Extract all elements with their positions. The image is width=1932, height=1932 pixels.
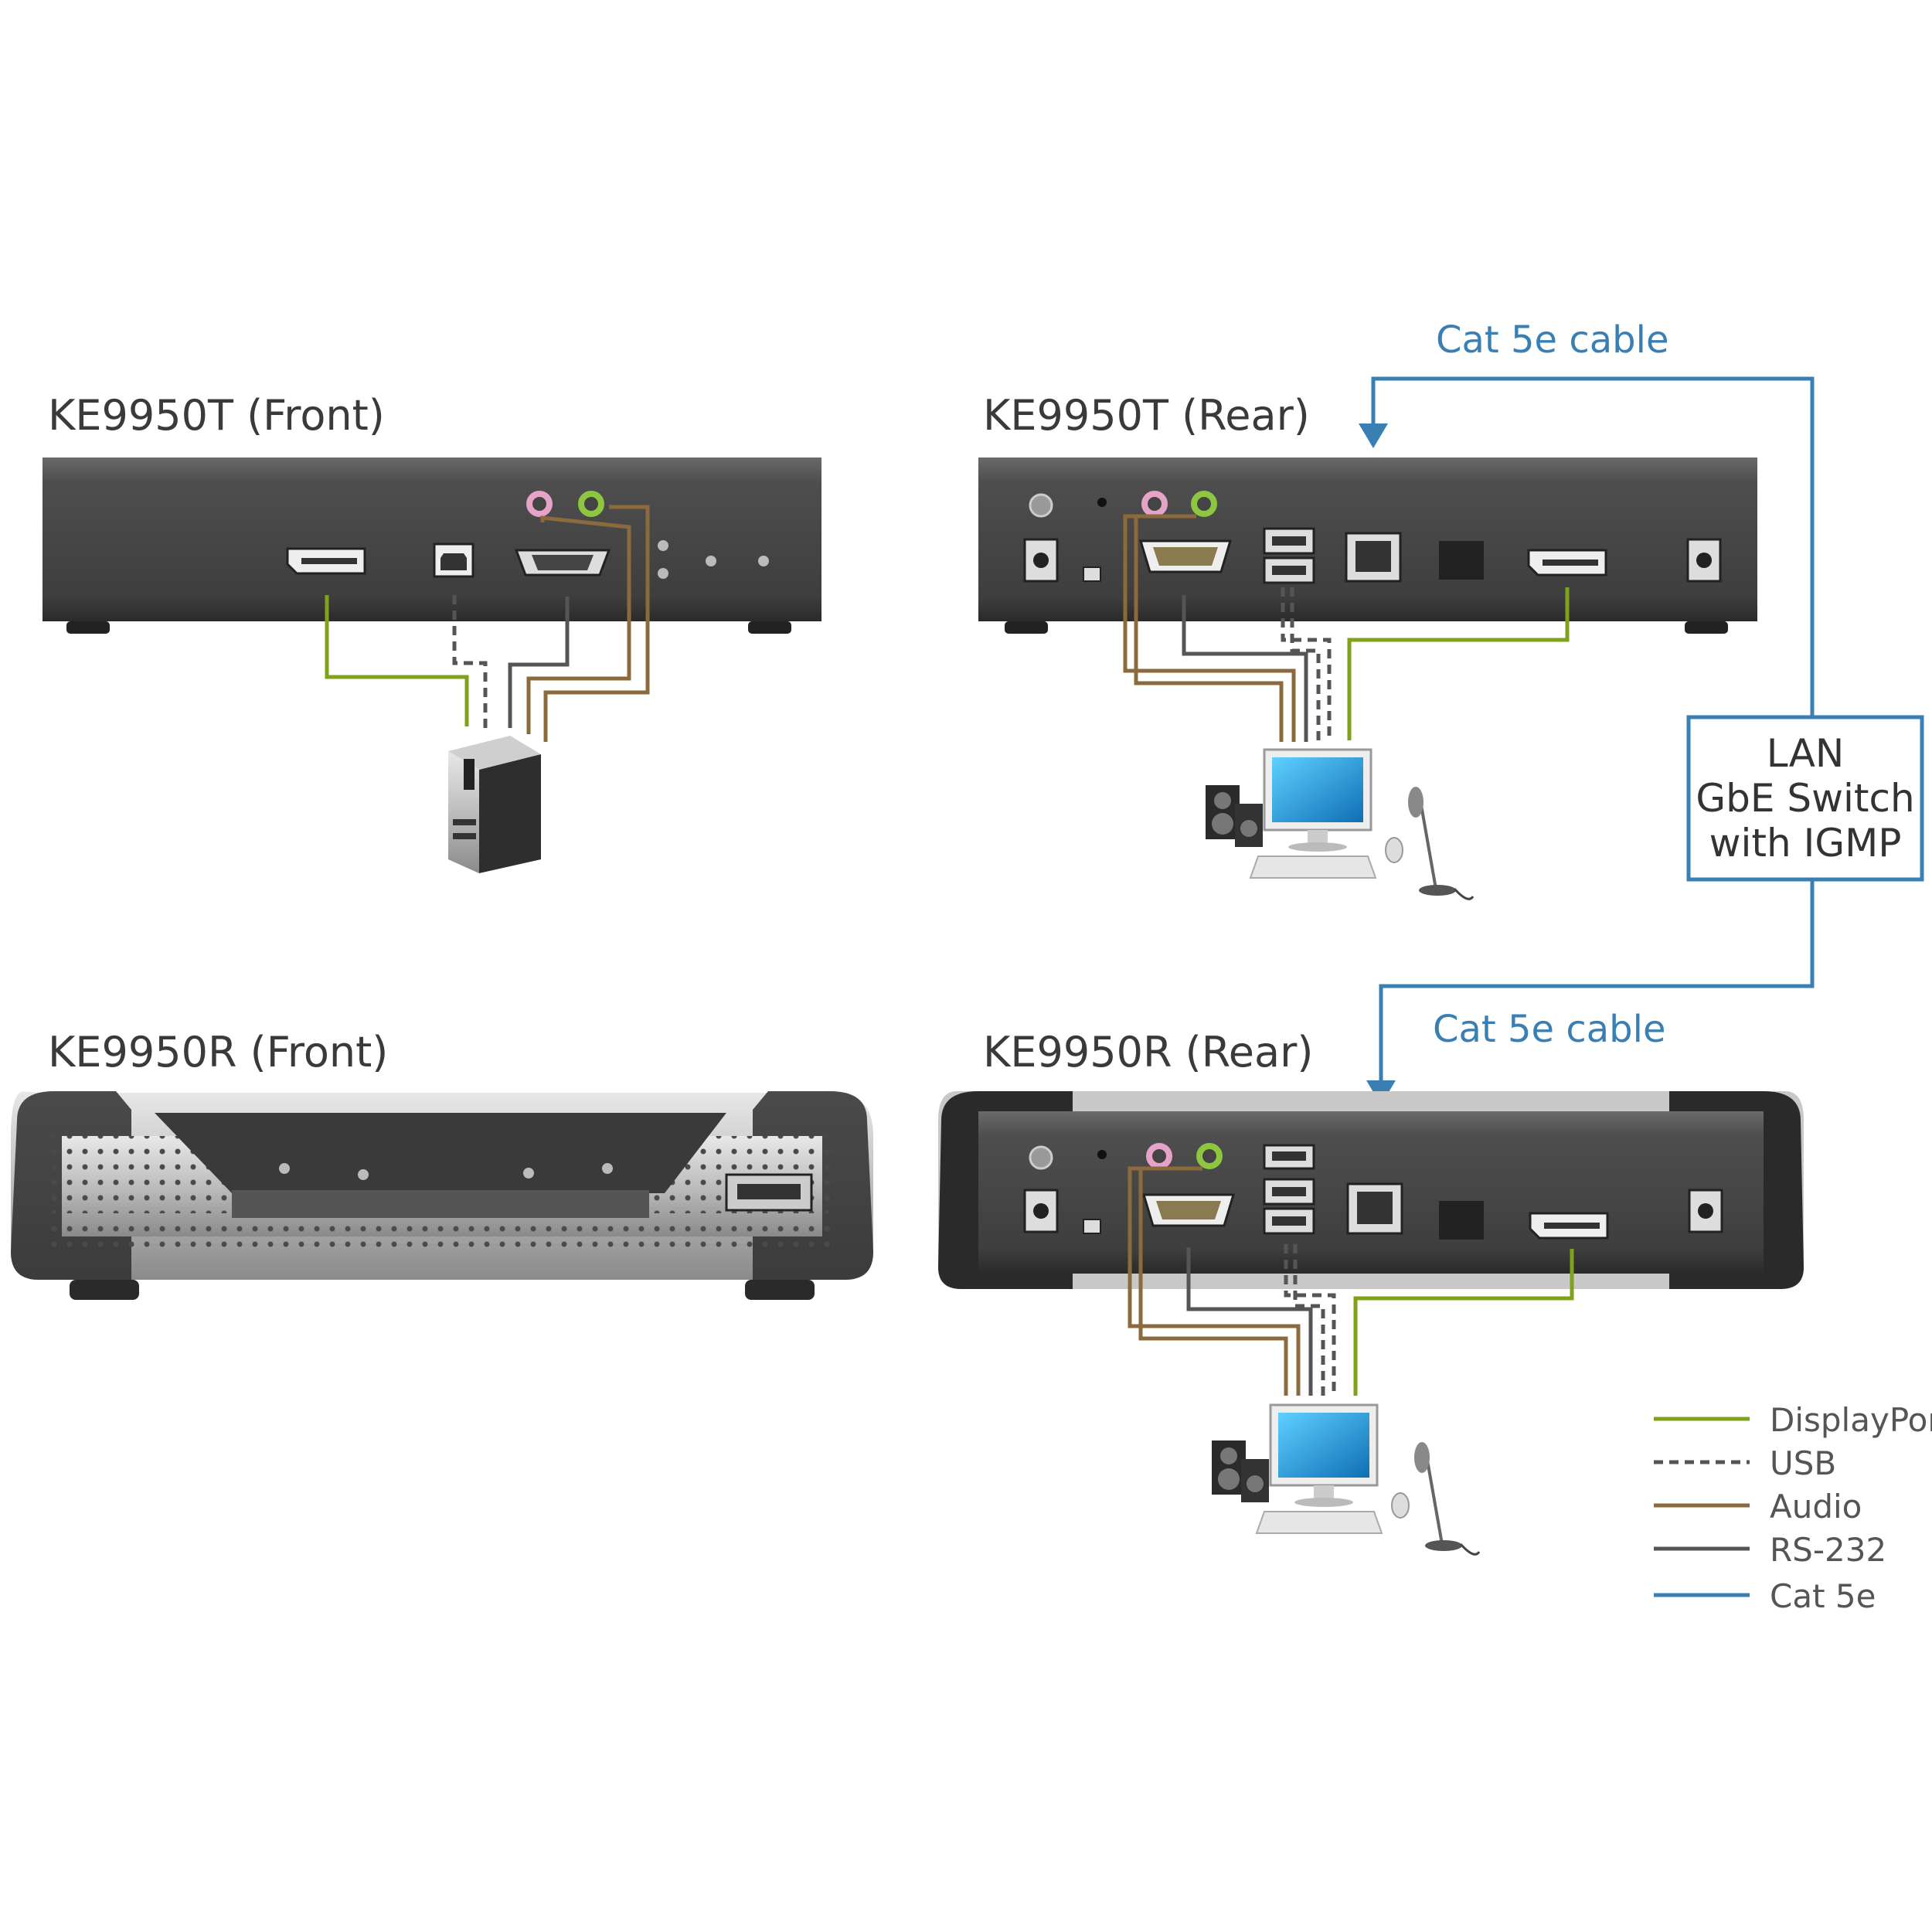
switch-line-3: with IGMP <box>1709 821 1902 866</box>
serial-port-icon <box>1141 1193 1236 1227</box>
ethernet-port-icon <box>1346 1182 1403 1235</box>
usb-a-port-icon <box>725 1173 813 1212</box>
legend: DisplayPort USB Audio RS-232 Cat 5e <box>1654 1401 1932 1615</box>
legend-label-rs232: RS-232 <box>1770 1531 1886 1569</box>
workstation-icon <box>1206 748 1475 900</box>
audio-pink-jack-icon <box>526 491 553 517</box>
serial-port-icon <box>514 549 611 577</box>
cable-label-bottom: Cat 5e cable <box>1433 1008 1665 1051</box>
tx-rear-title: KE9950T (Rear) <box>983 391 1310 440</box>
audio-green-jack-icon <box>578 491 604 517</box>
cat5e-cable-bottom <box>1366 879 1815 1105</box>
audio-pink-jack-icon <box>1141 491 1168 517</box>
sfp-port-icon <box>1439 541 1484 580</box>
rx-front-device <box>11 1091 873 1300</box>
tx-rear-device <box>978 457 1757 634</box>
displayport-icon <box>286 547 366 575</box>
arrow-down-icon <box>1359 423 1388 448</box>
displayport-icon <box>1527 549 1607 577</box>
rx-rear-title: KE9950R (Rear) <box>983 1028 1313 1077</box>
audio-green-jack-icon <box>1196 1143 1223 1169</box>
switch-line-1: LAN <box>1767 731 1845 776</box>
switch-line-2: GbE Switch <box>1696 776 1914 821</box>
legend-label-cat5e: Cat 5e <box>1770 1577 1876 1615</box>
sfp-port-icon <box>1439 1201 1484 1240</box>
displayport-icon <box>1529 1212 1609 1240</box>
ethernet-port-icon <box>1345 532 1402 583</box>
legend-label-displayport: DisplayPort <box>1770 1401 1932 1439</box>
rx-front-title: KE9950R (Front) <box>48 1028 388 1077</box>
workstation-icon <box>1212 1403 1481 1556</box>
usb-a-port-icon <box>1263 527 1315 584</box>
audio-green-jack-icon <box>1191 491 1217 517</box>
audio-pink-jack-icon <box>1146 1143 1172 1169</box>
tx-front-title: KE9950T (Front) <box>48 391 385 440</box>
usb-b-port-icon <box>433 543 474 578</box>
tx-front-cables <box>325 505 650 742</box>
tx-front-device <box>43 457 821 634</box>
cable-label-top: Cat 5e cable <box>1436 318 1668 362</box>
legend-label-usb: USB <box>1770 1444 1836 1482</box>
rx-rear-cables <box>1128 1166 1574 1396</box>
rx-rear-device <box>938 1091 1804 1289</box>
tx-rear-cables <box>1123 514 1570 742</box>
lan-switch-box: LAN GbE Switch with IGMP <box>1686 715 1924 882</box>
legend-label-audio: Audio <box>1770 1488 1862 1526</box>
serial-port-icon <box>1138 539 1233 573</box>
cat5e-cable-top <box>1359 376 1815 773</box>
pc-tower-icon <box>448 736 541 873</box>
usb-a-port-icon <box>1263 1144 1315 1235</box>
